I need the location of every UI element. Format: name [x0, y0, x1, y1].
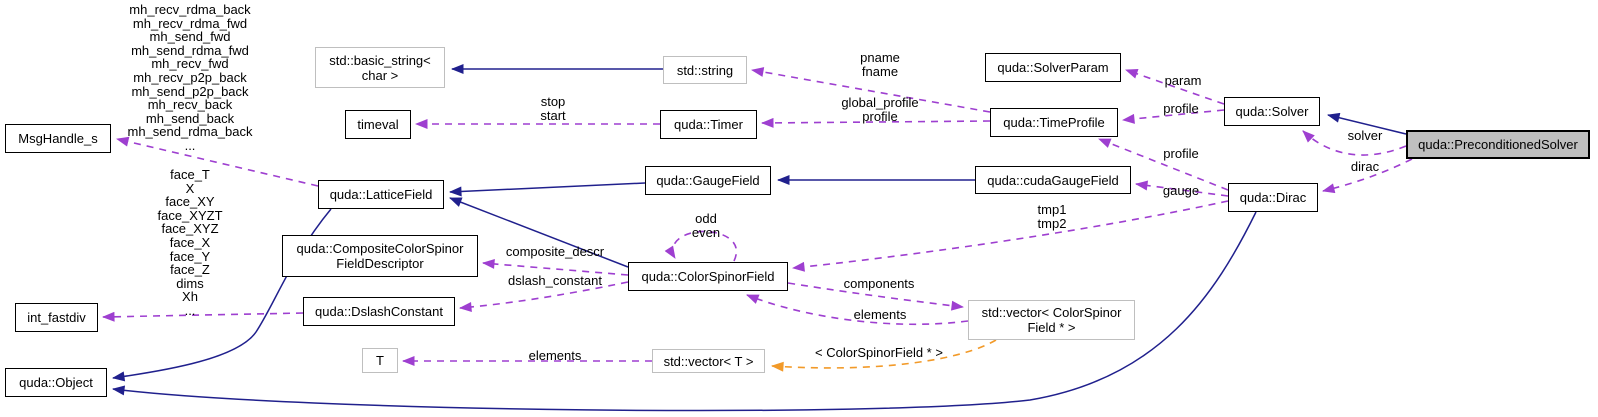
node-quda-latticefield[interactable]: quda::LatticeField	[318, 180, 444, 209]
edge-colorspinorfield-uses-vectorcsf	[787, 282, 964, 311]
edge-label-template-args: < ColorSpinorField * >	[815, 345, 943, 360]
edge-label-dirac-member: dirac	[1350, 159, 1380, 174]
node-quda-gaugefield[interactable]: quda::GaugeField	[645, 166, 771, 195]
edge-gaugefield-inherits-latticefield	[449, 182, 646, 197]
edge-colorspinorfield-self-loop	[664, 230, 738, 262]
node-quda-preconditionedsolver: quda::PreconditionedSolver	[1406, 130, 1590, 159]
node-quda-colorspinorfield[interactable]: quda::ColorSpinorField	[628, 262, 788, 291]
edge-label-face-fields: face_T X face_XY face_XYZT face_XYZ face…	[157, 167, 223, 318]
edge-label-profile-dirac: profile	[1163, 146, 1199, 161]
node-msghandle-s[interactable]: MsgHandle_s	[5, 124, 111, 153]
edge-label-elements-csf: elements	[853, 307, 907, 322]
node-std-string: std::string	[663, 56, 747, 84]
edge-vectorcsf-template-instance-vectort	[771, 339, 997, 372]
edge-label-odd-even: odd even	[691, 211, 721, 240]
node-quda-object[interactable]: quda::Object	[5, 368, 107, 397]
node-timeval[interactable]: timeval	[345, 110, 411, 139]
edge-label-gauge: gauge	[1162, 183, 1200, 198]
node-quda-timeprofile[interactable]: quda::TimeProfile	[990, 108, 1118, 137]
edge-solver-uses-solverparam	[1125, 69, 1225, 105]
node-quda-cudagaugefield[interactable]: quda::cudaGaugeField	[975, 166, 1131, 194]
edge-latticefield-uses-msghandle	[116, 136, 319, 187]
edge-label-pname-fname: pname fname	[860, 50, 900, 79]
edge-colorspinorfield-inherits-latticefield	[449, 197, 629, 268]
edge-label-solver-member: solver	[1347, 128, 1383, 143]
edge-label-stop-start: stop start	[540, 94, 566, 123]
edge-label-dslash-constant: dslash_constant	[508, 273, 602, 288]
edge-dirac-uses-colorspinorfield	[792, 200, 1229, 272]
edge-vectorcsf-uses-colorspinorfield	[746, 294, 969, 326]
node-quda-solverparam[interactable]: quda::SolverParam	[985, 53, 1121, 82]
node-quda-dslashconstant[interactable]: quda::DslashConstant	[303, 297, 455, 326]
edge-label-elements-t: elements	[528, 348, 582, 363]
edge-timeprofile-uses-string	[751, 67, 991, 113]
node-std-vector-colorspinorfield-ptr: std::vector< ColorSpinor Field * >	[968, 300, 1135, 340]
edge-solver-uses-timeprofile	[1122, 109, 1225, 124]
edge-label-mh-fields: mh_recv_rdma_back mh_recv_rdma_fwd mh_se…	[127, 2, 253, 153]
edge-colorspinorfield-uses-dslashconstant	[459, 281, 629, 312]
edge-label-tmp1-tmp2: tmp1 tmp2	[1037, 202, 1067, 231]
edge-dirac-uses-timeprofile	[1098, 138, 1229, 191]
node-int-fastdiv[interactable]: int_fastdiv	[15, 303, 98, 332]
node-quda-compositecolorspinorfielddescriptor[interactable]: quda::CompositeColorSpinor FieldDescript…	[282, 235, 478, 277]
edge-label-composite-descr: composite_descr	[505, 244, 605, 259]
edge-label-components: components	[843, 276, 915, 291]
edge-preconditionedsolver-inherits-solver	[1327, 112, 1407, 135]
edge-dirac-uses-cudagaugefield	[1135, 180, 1229, 197]
edge-preconditionedsolver-uses-solver	[1302, 130, 1407, 156]
edge-colorspinorfield-uses-compositedescriptor	[482, 258, 629, 276]
node-std-vector-t: std::vector< T >	[652, 349, 765, 373]
edge-label-param: param	[1164, 73, 1202, 88]
node-t: T	[362, 348, 398, 373]
edge-label-profile-solver: profile	[1163, 101, 1199, 116]
node-quda-dirac[interactable]: quda::Dirac	[1228, 183, 1318, 212]
node-quda-timer[interactable]: quda::Timer	[660, 110, 757, 139]
edge-dirac-inherits-object	[112, 211, 1257, 412]
edge-label-global-profile: global_profile profile	[841, 95, 919, 124]
node-std-basic-string: std::basic_string< char >	[315, 47, 445, 88]
node-quda-solver[interactable]: quda::Solver	[1224, 97, 1320, 126]
